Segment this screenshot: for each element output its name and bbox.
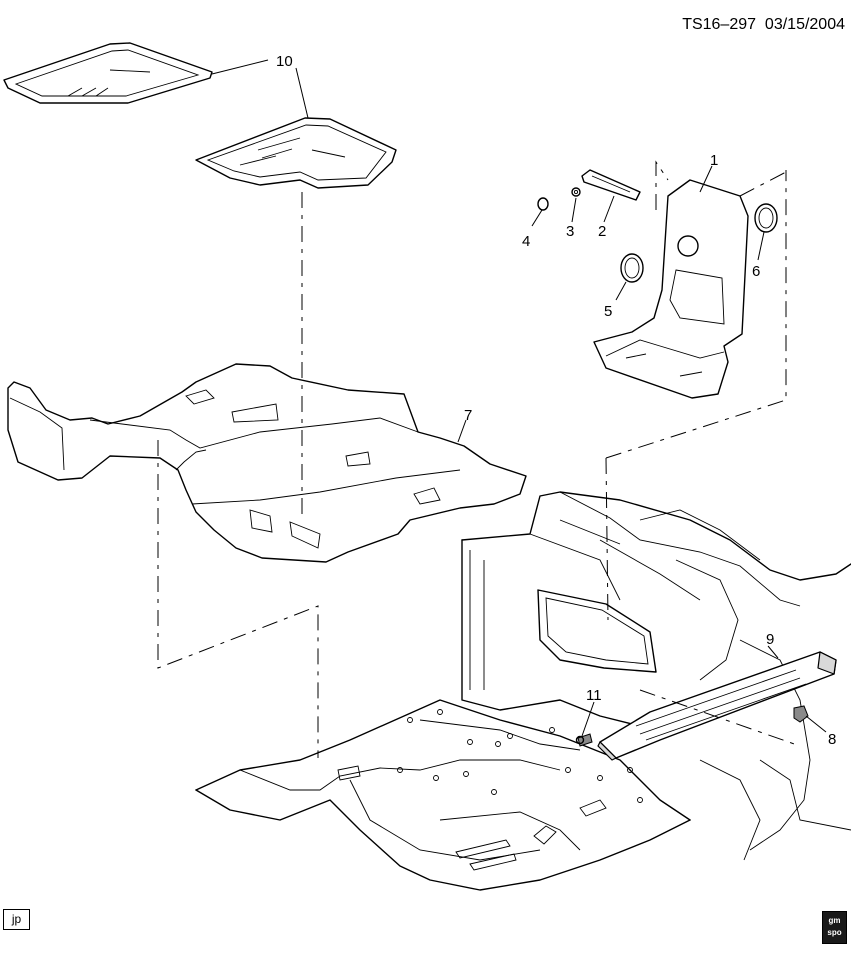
grommet-right xyxy=(754,203,778,233)
drawing-code: TS16–297 xyxy=(682,16,757,33)
rear-floor-mat xyxy=(3,42,213,104)
push-nut xyxy=(571,187,581,197)
callout-8: 8 xyxy=(828,731,836,748)
callout-labels: 1 2 3 4 5 6 7 8 9 10 11 xyxy=(276,53,836,748)
drawing-header: TS16–297 03/15/2004 xyxy=(585,16,845,34)
plug-cap xyxy=(537,197,549,211)
sill-screw xyxy=(575,733,593,747)
callout-9: 9 xyxy=(766,631,774,648)
author-initials-box: jp xyxy=(3,909,30,930)
callout-5: 5 xyxy=(604,303,612,320)
front-floor-mat xyxy=(195,117,397,189)
logo-text-top: gm xyxy=(828,916,841,925)
gm-spo-logo-icon: gm spo xyxy=(822,911,847,944)
leader-lines xyxy=(211,59,827,737)
retainer-bracket xyxy=(581,169,641,201)
logo-text-bottom: spo xyxy=(827,928,842,937)
door-sill-plate xyxy=(597,651,837,761)
callout-1: 1 xyxy=(710,152,718,169)
callout-3: 3 xyxy=(566,223,574,240)
floor-carpet xyxy=(7,363,527,563)
callout-10: 10 xyxy=(276,53,293,70)
grommet-left xyxy=(620,253,644,283)
vehicle-body xyxy=(195,491,851,891)
callout-11: 11 xyxy=(586,687,602,704)
callout-7: 7 xyxy=(464,407,472,424)
drawing-date: 03/15/2004 xyxy=(764,16,845,33)
rear-panel-insulator xyxy=(593,179,749,399)
callout-4: 4 xyxy=(522,233,530,250)
callout-2: 2 xyxy=(598,223,606,240)
callout-6: 6 xyxy=(752,263,760,280)
alignment-lines xyxy=(157,160,801,758)
sill-retainer-clip xyxy=(793,705,809,723)
floor-studs xyxy=(397,709,643,803)
